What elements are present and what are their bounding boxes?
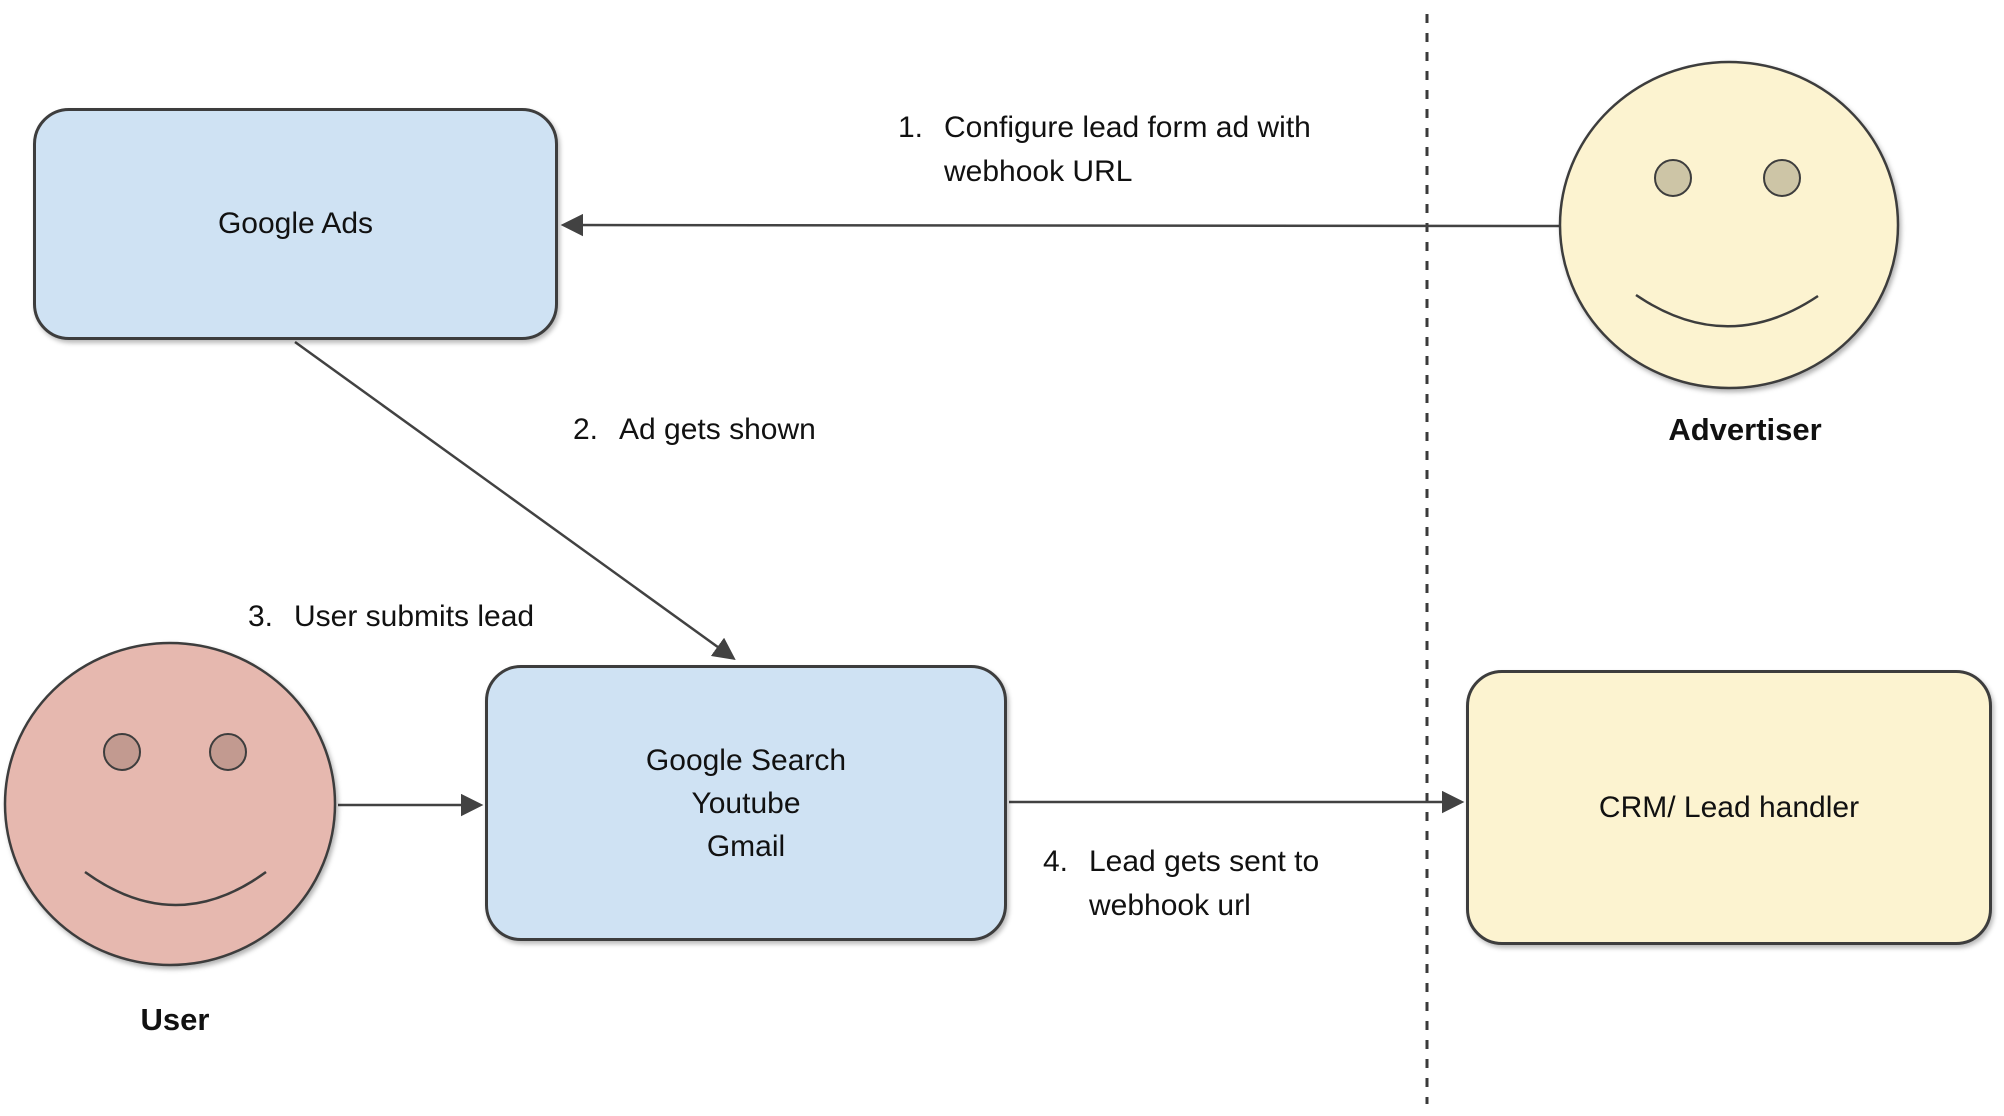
advertiser-label: Advertiser (1668, 412, 1822, 447)
annotation-step-3: 3. User submits lead (248, 595, 534, 639)
user-smile-mouth-icon (84, 870, 267, 907)
crm-lead-handler-node: CRM/ Lead handler (1466, 670, 1992, 945)
crm-label: CRM/ Lead handler (1598, 790, 1860, 824)
arrow-google-ads-to-google-search (294, 340, 736, 660)
google-search-label-line: Gmail (706, 829, 786, 863)
user-label: User (140, 1002, 210, 1037)
google-ads-node: Google Ads (33, 108, 558, 340)
google-search-node: Google Search Youtube Gmail (485, 665, 1007, 941)
annotation-line: webhook url (1089, 889, 1251, 922)
annotation-number: 2. (573, 413, 599, 446)
annotation-number: 4. (1043, 845, 1069, 878)
user-left-eye-icon (103, 733, 141, 771)
advertiser-face-icon (1558, 60, 1900, 390)
annotation-line: Lead gets sent to (1089, 845, 1320, 878)
advertiser-left-eye-icon (1654, 159, 1692, 197)
annotation-number: 3. (248, 600, 274, 633)
annotation-line: Ad gets shown (619, 413, 816, 446)
advertiser-right-eye-icon (1763, 159, 1801, 197)
advertiser-smile-mouth-icon (1635, 293, 1819, 328)
annotation-number: 1. (898, 111, 924, 144)
advertiser-face-circle (1558, 60, 1900, 390)
arrow-advertiser-to-google-ads (560, 213, 1561, 237)
google-ads-label: Google Ads (217, 207, 374, 240)
annotation-step-4: 4. Lead gets sent to webhook url (1043, 840, 1319, 928)
google-search-label-line: Google Search (645, 743, 847, 777)
user-face-circle (3, 641, 337, 967)
user-face-icon (3, 641, 337, 967)
google-search-label-line: Youtube (691, 786, 801, 820)
annotation-line: webhook URL (944, 155, 1133, 188)
annotation-line: User submits lead (294, 600, 535, 633)
annotation-line: Configure lead form ad with (944, 111, 1311, 144)
annotation-step-1: 1. Configure lead form ad with webhook U… (898, 106, 1311, 194)
user-right-eye-icon (209, 733, 247, 771)
annotation-step-2: 2. Ad gets shown (573, 408, 816, 452)
